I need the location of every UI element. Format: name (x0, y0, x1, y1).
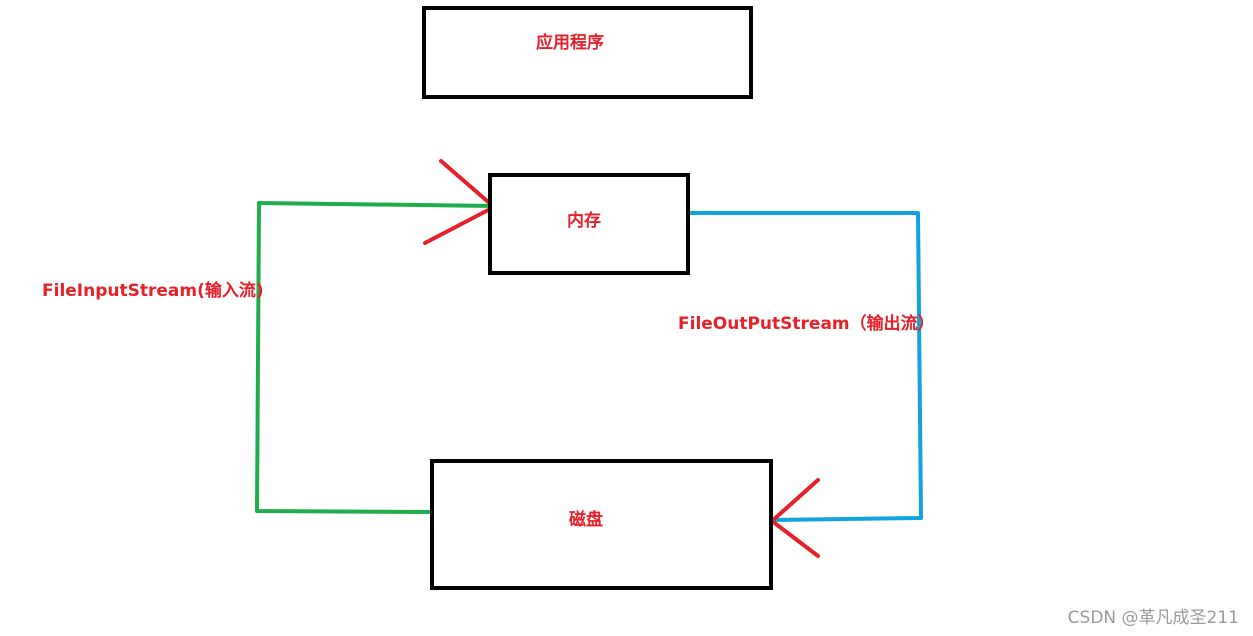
app-box (422, 6, 753, 99)
memory-label: 内存 (567, 211, 601, 231)
output-flow-line (683, 211, 923, 522)
disk-box (430, 459, 773, 590)
output-flow-label: FileOutPutStream（输出流） (678, 314, 935, 334)
memory-box (488, 173, 690, 275)
input-flow-line (255, 201, 497, 514)
disk-label: 磁盘 (569, 510, 603, 530)
input-flow-label: FileInputStream(输入流) (42, 281, 264, 301)
csdn-watermark: CSDN @革凡成圣211 (1067, 608, 1239, 628)
disk-arrow-head (770, 478, 820, 558)
memory-arrow-head (423, 159, 496, 245)
app-label: 应用程序 (536, 33, 604, 53)
